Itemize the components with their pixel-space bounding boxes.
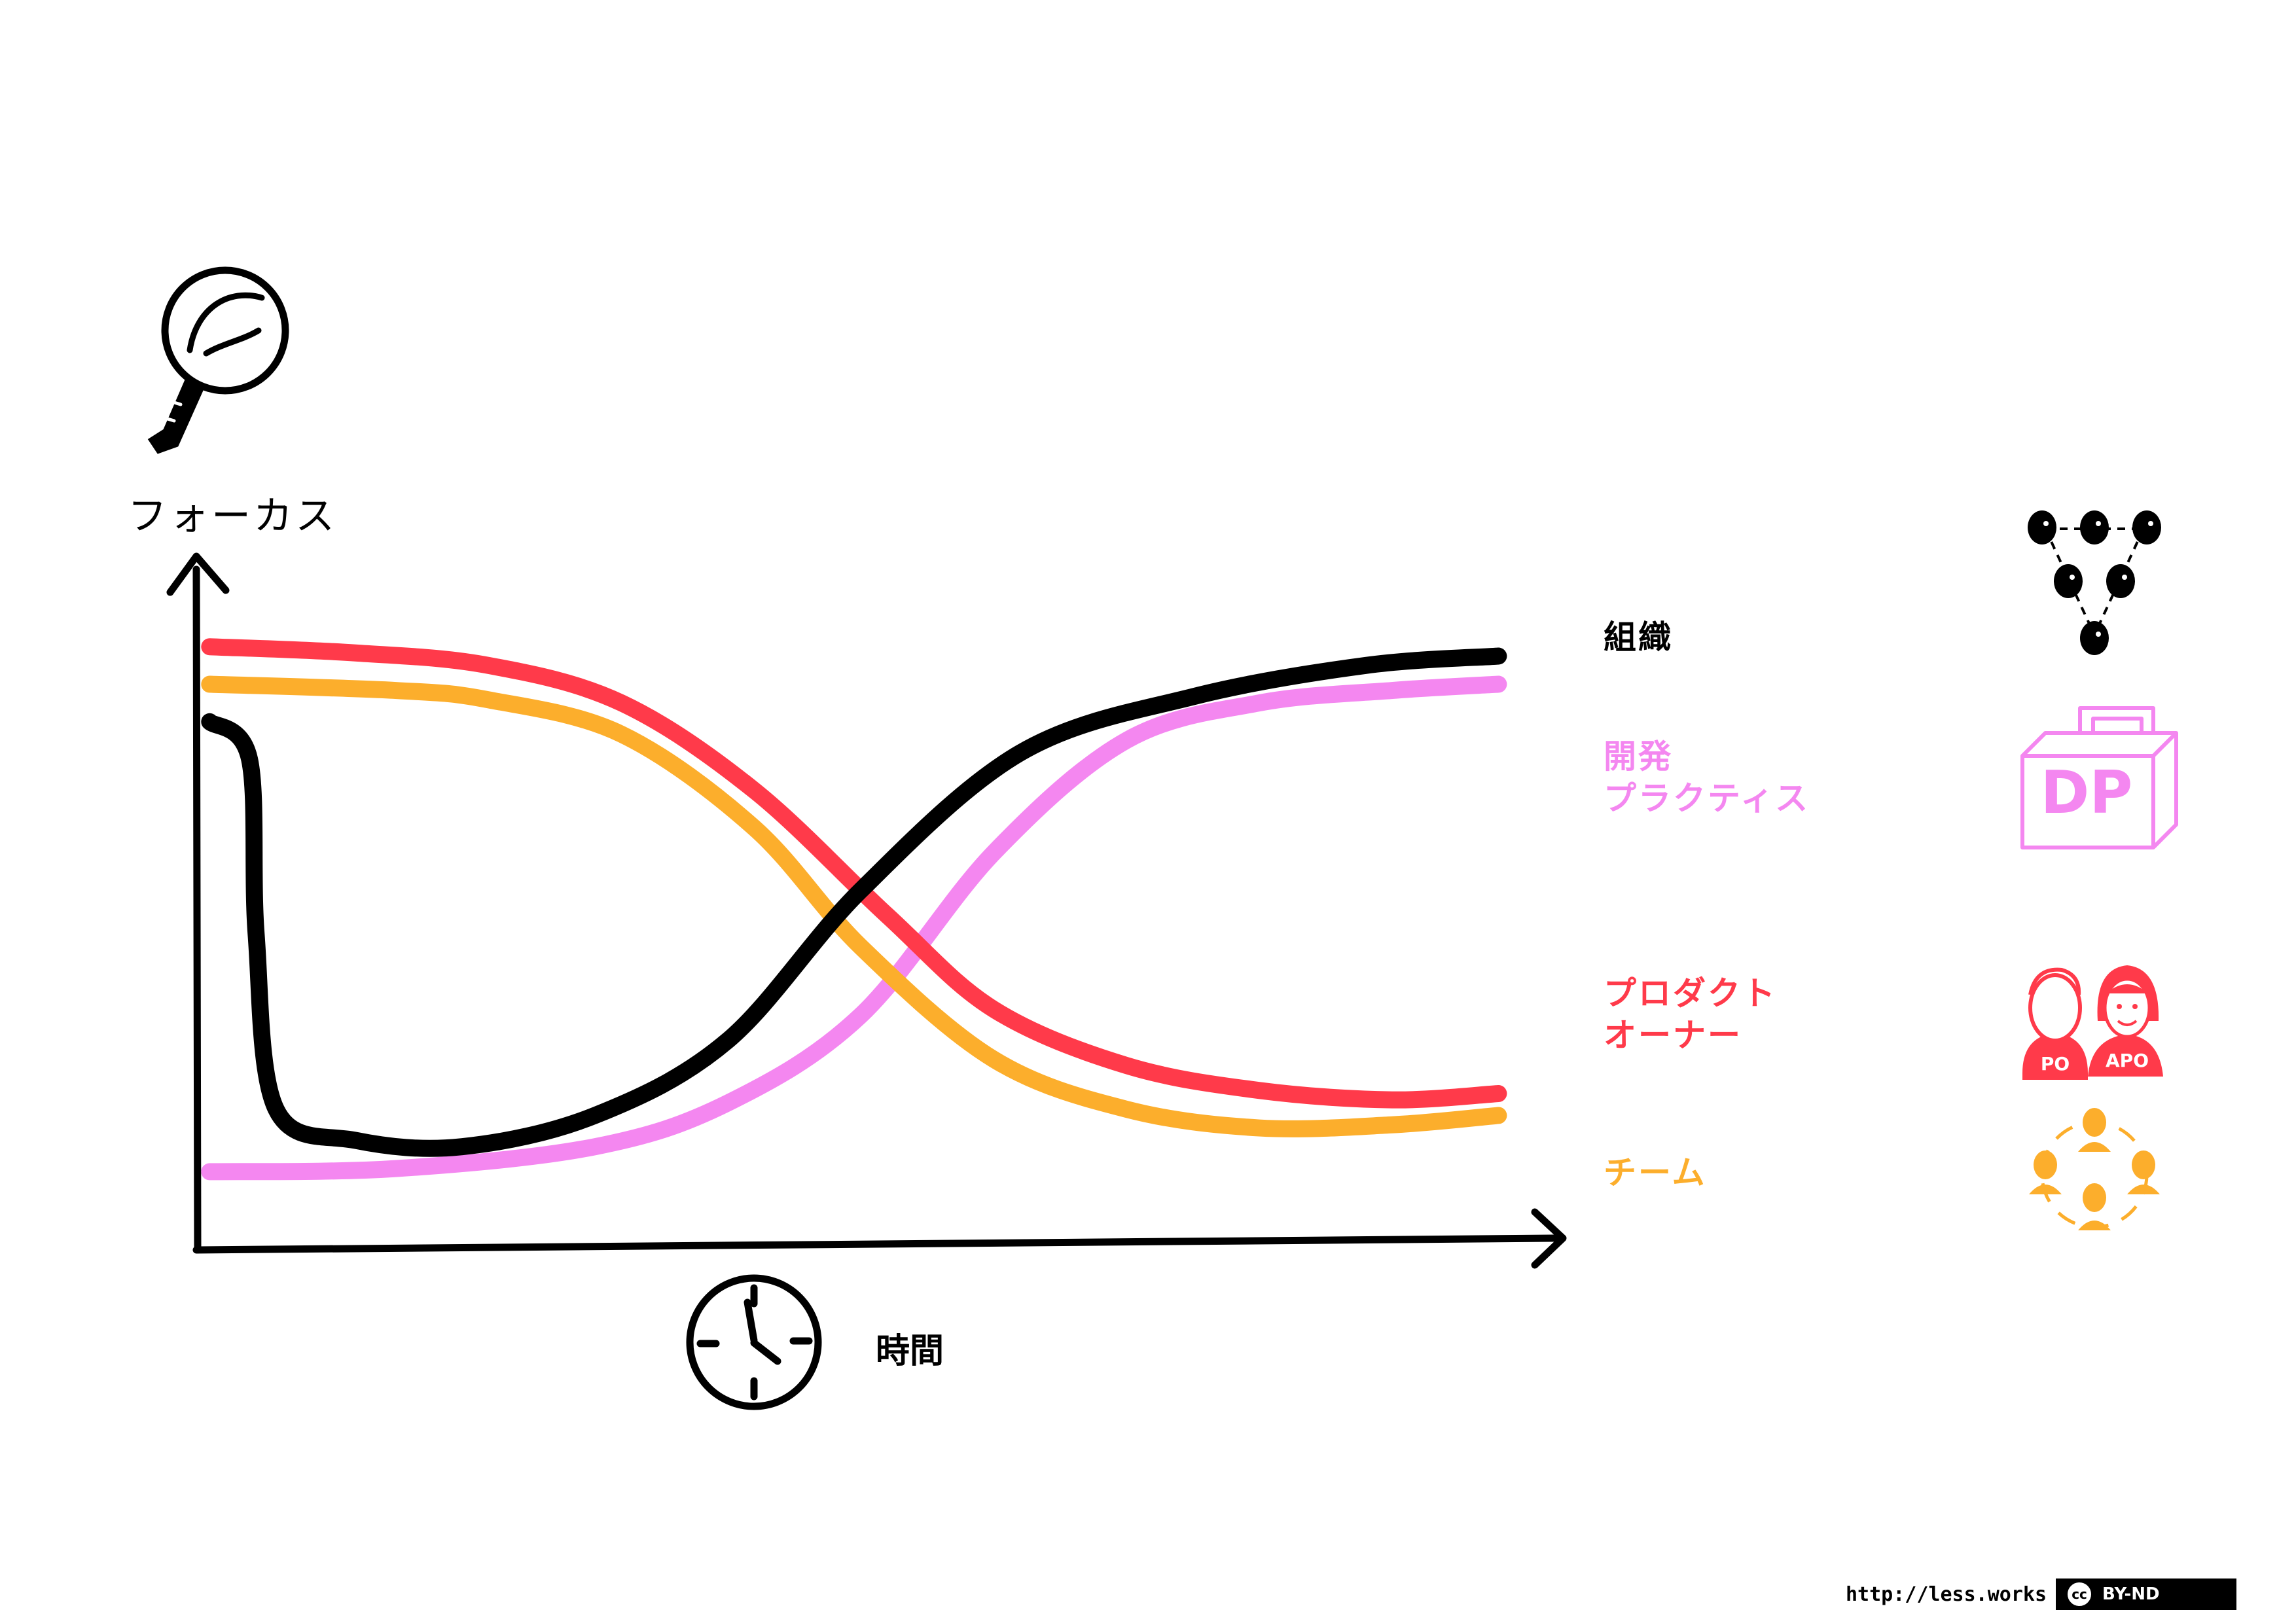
legend-label-dev-practices: 開発 プラクティス xyxy=(1604,738,1810,817)
dp-package-icon: DP xyxy=(2020,706,2178,849)
organization-triangle-icon xyxy=(2028,510,2161,655)
axes xyxy=(166,552,1567,1269)
dp-badge-text: DP xyxy=(2041,758,2133,827)
footer: http://less.works cc BY-ND xyxy=(1846,1576,2237,1613)
series-line-1 xyxy=(201,675,1507,1181)
y-axis-label: フォーカス xyxy=(128,493,337,539)
footer-url[interactable]: http://less.works xyxy=(1846,1582,2047,1606)
legend-label-product-owner: プロダクト オーナー xyxy=(1604,974,1777,1054)
legend-label-team: チーム xyxy=(1604,1154,1707,1192)
x-axis xyxy=(192,1234,1558,1254)
cc-icon: cc xyxy=(2066,1580,2094,1608)
x-axis-label: 時間 xyxy=(876,1332,944,1371)
x-axis-arrowhead xyxy=(1531,1208,1567,1269)
po-text: PO xyxy=(2041,1053,2070,1075)
series-layer xyxy=(201,638,1507,1181)
series-line-2 xyxy=(201,638,1507,1109)
legend-label-organization: 組織 xyxy=(1604,618,1673,656)
y-axis-arrowhead xyxy=(166,552,230,596)
license-text: BY-ND xyxy=(2102,1584,2160,1604)
y-axis xyxy=(192,565,202,1254)
clock-icon xyxy=(686,1274,822,1410)
series-line-0 xyxy=(201,647,1507,1157)
apo-text: APO xyxy=(2106,1050,2149,1071)
team-circle-icon xyxy=(2029,1108,2160,1230)
license-badge[interactable]: cc BY-ND xyxy=(2056,1578,2237,1610)
series-line-3 xyxy=(201,675,1507,1137)
product-owner-icon: PO APO xyxy=(2022,965,2163,1080)
magnifier-icon xyxy=(147,266,289,454)
